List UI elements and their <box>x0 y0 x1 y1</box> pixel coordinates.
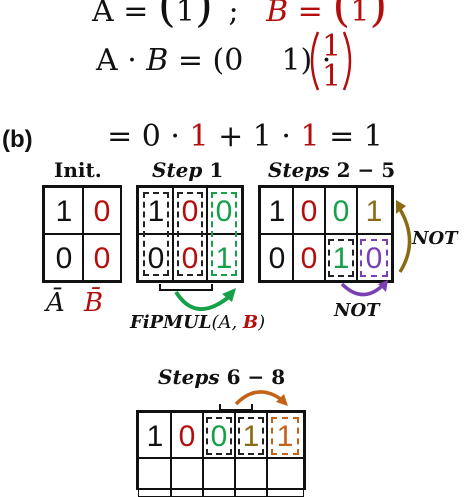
step1-dash-col3 <box>211 192 237 276</box>
s25-cell-r1c3: 0 <box>324 187 358 234</box>
step1-cell-r1c2: 0 <box>172 187 208 234</box>
steps25-grid: 1 0 0 1 0 0 1 0 <box>258 185 394 283</box>
op-args-b: B <box>242 312 259 333</box>
op-args-post: ) <box>258 312 266 333</box>
eq-column-vector: 1 1 <box>306 28 356 94</box>
eq-line3-one-a: 1 <box>189 119 209 154</box>
steps68-grid: 1 0 0 1 1 <box>136 410 306 497</box>
step1-dash-col2 <box>177 192 203 276</box>
s68-cell-r2c5 <box>266 457 304 497</box>
steps25-title-word: Steps <box>268 158 330 182</box>
s68-cell-r2c3 <box>202 457 236 497</box>
s25-cell-r2c4: 0 <box>356 234 392 281</box>
step1-op-label: FiPMUL(A, B) <box>130 312 265 333</box>
init-grid: 1 0 0 0 <box>42 185 122 283</box>
step1-grid: 1 0 0 0 0 1 <box>136 185 244 283</box>
eq-b-assign: B = <box>266 0 323 29</box>
equation-product-line: A · B = (0 1) · <box>96 46 341 76</box>
step1-cell-r2c3: 1 <box>206 234 242 281</box>
eq-b-vec: 1 <box>350 0 370 29</box>
s68-dash-olive <box>238 417 264 455</box>
s68-cell-r2c2 <box>170 457 204 497</box>
init-label-b-bar: B̄ <box>84 288 104 318</box>
step1-title-word: Step <box>152 158 203 182</box>
s68-cell-c1: 1 <box>138 412 172 459</box>
s68-dash-orange <box>271 417 299 455</box>
op-args-pre: (A, <box>211 312 243 333</box>
step1-dash-col1 <box>143 192 169 276</box>
op-name: FiPMUL <box>130 312 212 333</box>
s25-cell-r1c1: 1 <box>260 187 294 234</box>
s68-cell-c3: 0 <box>202 412 236 459</box>
init-cell-a1: 1 <box>44 187 84 234</box>
steps68-title-num: 6 − 8 <box>226 365 286 389</box>
eq-a-vec: 1 <box>175 0 195 29</box>
s68-dash-green <box>206 417 232 455</box>
s25-cell-r2c3: 1 <box>324 234 358 281</box>
step1-cell-r1c1: 1 <box>138 187 174 234</box>
s68-cell-c4: 1 <box>234 412 268 459</box>
s25-cell-r2c1: 0 <box>260 234 294 281</box>
s25-dash-green <box>328 239 354 277</box>
eq-a-assign: A = <box>92 0 149 29</box>
eq-line2-b: B <box>146 43 169 78</box>
steps25-not-bottom-label: NOT <box>334 300 380 321</box>
s68-cell-r2c4 <box>234 457 268 497</box>
steps68-title: Steps 6 − 8 <box>158 365 285 389</box>
steps25-not-arrow-right <box>396 200 412 273</box>
step1-cell-r2c2: 0 <box>172 234 208 281</box>
s68-cell-c2: 0 <box>170 412 204 459</box>
steps25-not-arrow-bottom <box>340 280 388 297</box>
s25-cell-r2c2: 0 <box>292 234 326 281</box>
eq-vec-top: 1 <box>322 29 342 64</box>
s25-cell-r1c2: 0 <box>292 187 326 234</box>
eq-line3-mid: + 1 · <box>208 119 301 154</box>
equation-result-line: = 0 · 1 + 1 · 1 = 1 <box>88 92 383 152</box>
steps25-title: Steps 2 − 5 <box>268 158 395 182</box>
step1-cell-r2c1: 0 <box>138 234 174 281</box>
init-label-a-bar: Ā <box>46 288 65 318</box>
eq-line2-left: A · <box>96 43 147 78</box>
step1-arrow <box>159 284 236 312</box>
init-title: Init. <box>54 158 102 182</box>
step1-cell-r1c3: 0 <box>206 187 242 234</box>
eq-line3-post: = 1 <box>319 119 383 154</box>
eq-vec-bottom: 1 <box>322 59 342 94</box>
init-cell-b1: 0 <box>82 187 122 234</box>
steps25-title-num: 2 − 5 <box>336 158 396 182</box>
column-vector-brackets <box>310 31 352 91</box>
init-cell-a2: 0 <box>44 234 84 281</box>
eq-line3-one-b: 1 <box>300 119 320 154</box>
s68-cell-c5: 1 <box>266 412 304 459</box>
steps68-title-word: Steps <box>158 365 220 389</box>
s25-dash-purple <box>360 239 388 277</box>
step1-title: Step 1 <box>152 158 223 182</box>
panel-label-b: (b) <box>2 126 33 153</box>
s25-cell-r1c4: 1 <box>356 187 392 234</box>
equation-top-line: A = (1) ; B = (1) <box>92 0 387 28</box>
eq-separator: ; <box>228 0 239 29</box>
init-cell-b2: 0 <box>82 234 122 281</box>
steps25-not-right-label: NOT <box>412 228 458 249</box>
eq-line2-mid: = (0 1) · <box>168 43 341 78</box>
eq-line3-pre: = 0 · <box>107 119 190 154</box>
step1-title-num: 1 <box>209 158 224 182</box>
s68-cell-r2c1 <box>138 457 172 497</box>
